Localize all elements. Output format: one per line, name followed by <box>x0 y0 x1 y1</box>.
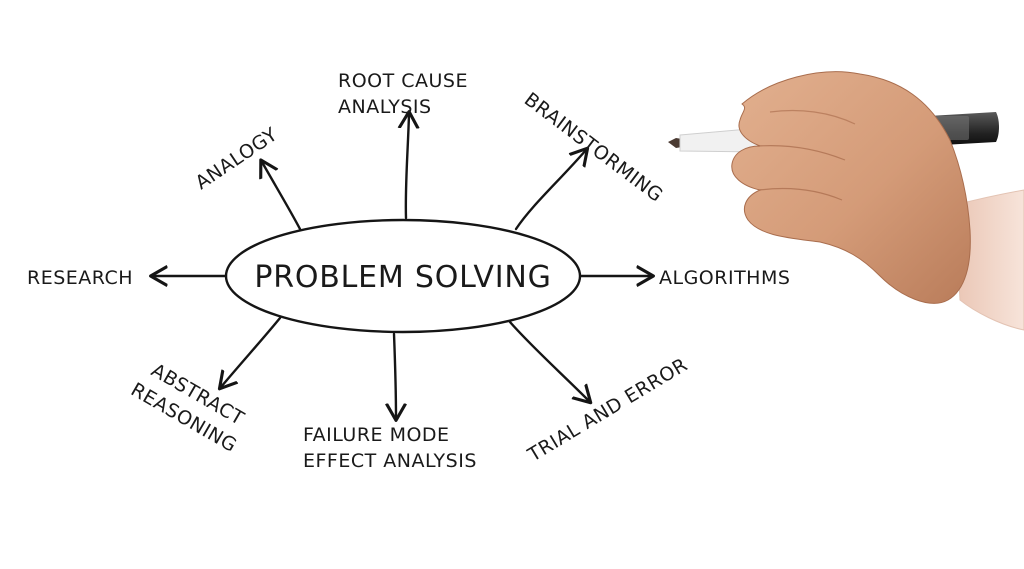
arrow-brainstorming <box>514 150 586 231</box>
arrow-root-cause <box>406 114 409 220</box>
label-fmea: FAILURE MODE EFFECT ANALYSIS <box>303 424 477 472</box>
label-brainstorming: BRAINSTORMING <box>520 88 667 206</box>
arrow-abstract-reasoning <box>221 316 282 387</box>
label-root-cause-line2: ANALYSIS <box>338 96 432 118</box>
hand <box>731 71 971 304</box>
label-algorithms: ALGORITHMS <box>659 267 790 289</box>
label-research: RESEARCH <box>27 267 133 289</box>
center-label: PROBLEM SOLVING <box>254 260 551 295</box>
label-trial-error: TRIAL AND ERROR <box>523 354 691 467</box>
label-fmea-line2: EFFECT ANALYSIS <box>303 450 477 472</box>
sleeve <box>954 189 1024 331</box>
hand-with-marker <box>668 71 1024 331</box>
arrow-trial-error <box>508 320 589 401</box>
label-analogy: ANALOGY <box>191 123 281 194</box>
label-root-cause-line1: ROOT CAUSE <box>338 70 468 92</box>
arrow-analogy <box>262 162 302 231</box>
label-fmea-line1: FAILURE MODE <box>303 424 450 446</box>
label-root-cause: ROOT CAUSE ANALYSIS <box>338 70 475 118</box>
arrow-fmea <box>394 332 396 418</box>
